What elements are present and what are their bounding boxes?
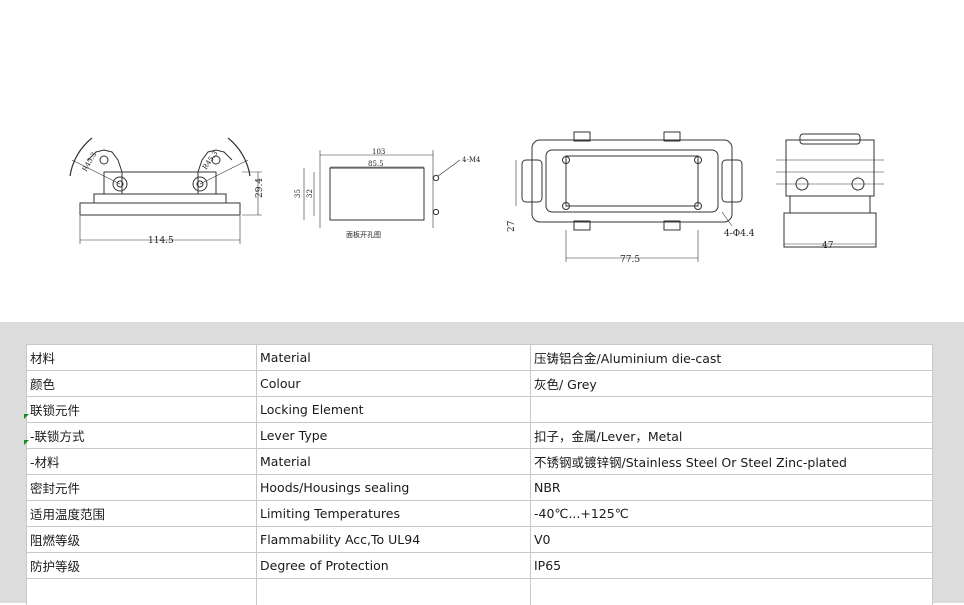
panel-caption: 面板开孔图 [346,230,381,239]
technical-drawing: 114.5 29.4 R45.3 R45.3 103 85.5 35 32 4-… [0,0,964,322]
table-row: 阻燃等级 Flammability Acc,To UL94 V0 [27,527,933,553]
dim-top-holes: 4-Φ4.4 [724,229,755,239]
front-view [70,138,262,244]
cell-value: IP65 [531,553,933,579]
cell-value: 扣子，金属/Lever，Metal [531,423,933,449]
cell-value: NBR [531,475,933,501]
cell-cn: 阻燃等级 [27,527,257,553]
cell-empty [531,579,933,605]
cell-value: 灰色/ Grey [531,371,933,397]
dim-panel-outer-height: 35 [294,189,302,198]
table-row: 联锁元件 Locking Element [27,397,933,423]
table-row: 颜色 Colour 灰色/ Grey [27,371,933,397]
cell-cn: -联锁方式 [27,423,257,449]
cell-cn: -材料 [27,449,257,475]
cell-en: Flammability Acc,To UL94 [257,527,531,553]
dim-panel-inner-height: 32 [306,189,314,198]
table-row: 适用温度范围 Limiting Temperatures -40℃...+125… [27,501,933,527]
table-row: 材料 Material 压铸铝合金/Aluminium die-cast [27,345,933,371]
cell-value: V0 [531,527,933,553]
dim-front-height: 29.4 [255,178,265,198]
dim-front-width: 114.5 [148,236,174,246]
table-row: 密封元件 Hoods/Housings sealing NBR [27,475,933,501]
table-row-empty [27,579,933,605]
dim-panel-inner-width: 85.5 [368,160,384,168]
cell-cn: 颜色 [27,371,257,397]
dim-panel-outer-width: 103 [372,148,385,156]
cell-en: Material [257,449,531,475]
cell-en: Limiting Temperatures [257,501,531,527]
spec-table: 材料 Material 压铸铝合金/Aluminium die-cast 颜色 … [26,344,933,605]
cell-cn: 适用温度范围 [27,501,257,527]
cell-cn: 密封元件 [27,475,257,501]
side-view [776,134,884,247]
cell-en: Hoods/Housings sealing [257,475,531,501]
spec-table-area: 材料 Material 压铸铝合金/Aluminium die-cast 颜色 … [0,322,964,603]
dim-radius-left: R45.3 [81,151,98,173]
cell-en: Degree of Protection [257,553,531,579]
dim-top-height: 27 [507,220,517,232]
cell-cn: 材料 [27,345,257,371]
drawing-svg: 114.5 29.4 R45.3 R45.3 103 85.5 35 32 4-… [0,0,964,322]
cell-empty [257,579,531,605]
cell-cn: 防护等级 [27,553,257,579]
cell-en: Material [257,345,531,371]
dim-side-width: 47 [822,241,834,251]
dim-panel-holes: 4-M4 [462,156,481,164]
cell-value [531,397,933,423]
cell-value: 不锈钢或镀锌钢/Stainless Steel Or Steel Zinc-pl… [531,449,933,475]
dim-top-width: 77.5 [620,255,640,265]
cell-value: 压铸铝合金/Aluminium die-cast [531,345,933,371]
cell-en: Lever Type [257,423,531,449]
table-row: 防护等级 Degree of Protection IP65 [27,553,933,579]
cell-en: Colour [257,371,531,397]
cell-value: -40℃...+125℃ [531,501,933,527]
table-row: -联锁方式 Lever Type 扣子，金属/Lever，Metal [27,423,933,449]
dim-radius-right: R45.3 [201,149,220,171]
table-row: -材料 Material 不锈钢或镀锌钢/Stainless Steel Or … [27,449,933,475]
cell-cn: 联锁元件 [27,397,257,423]
cell-empty [27,579,257,605]
top-view [516,132,742,262]
cell-en: Locking Element [257,397,531,423]
